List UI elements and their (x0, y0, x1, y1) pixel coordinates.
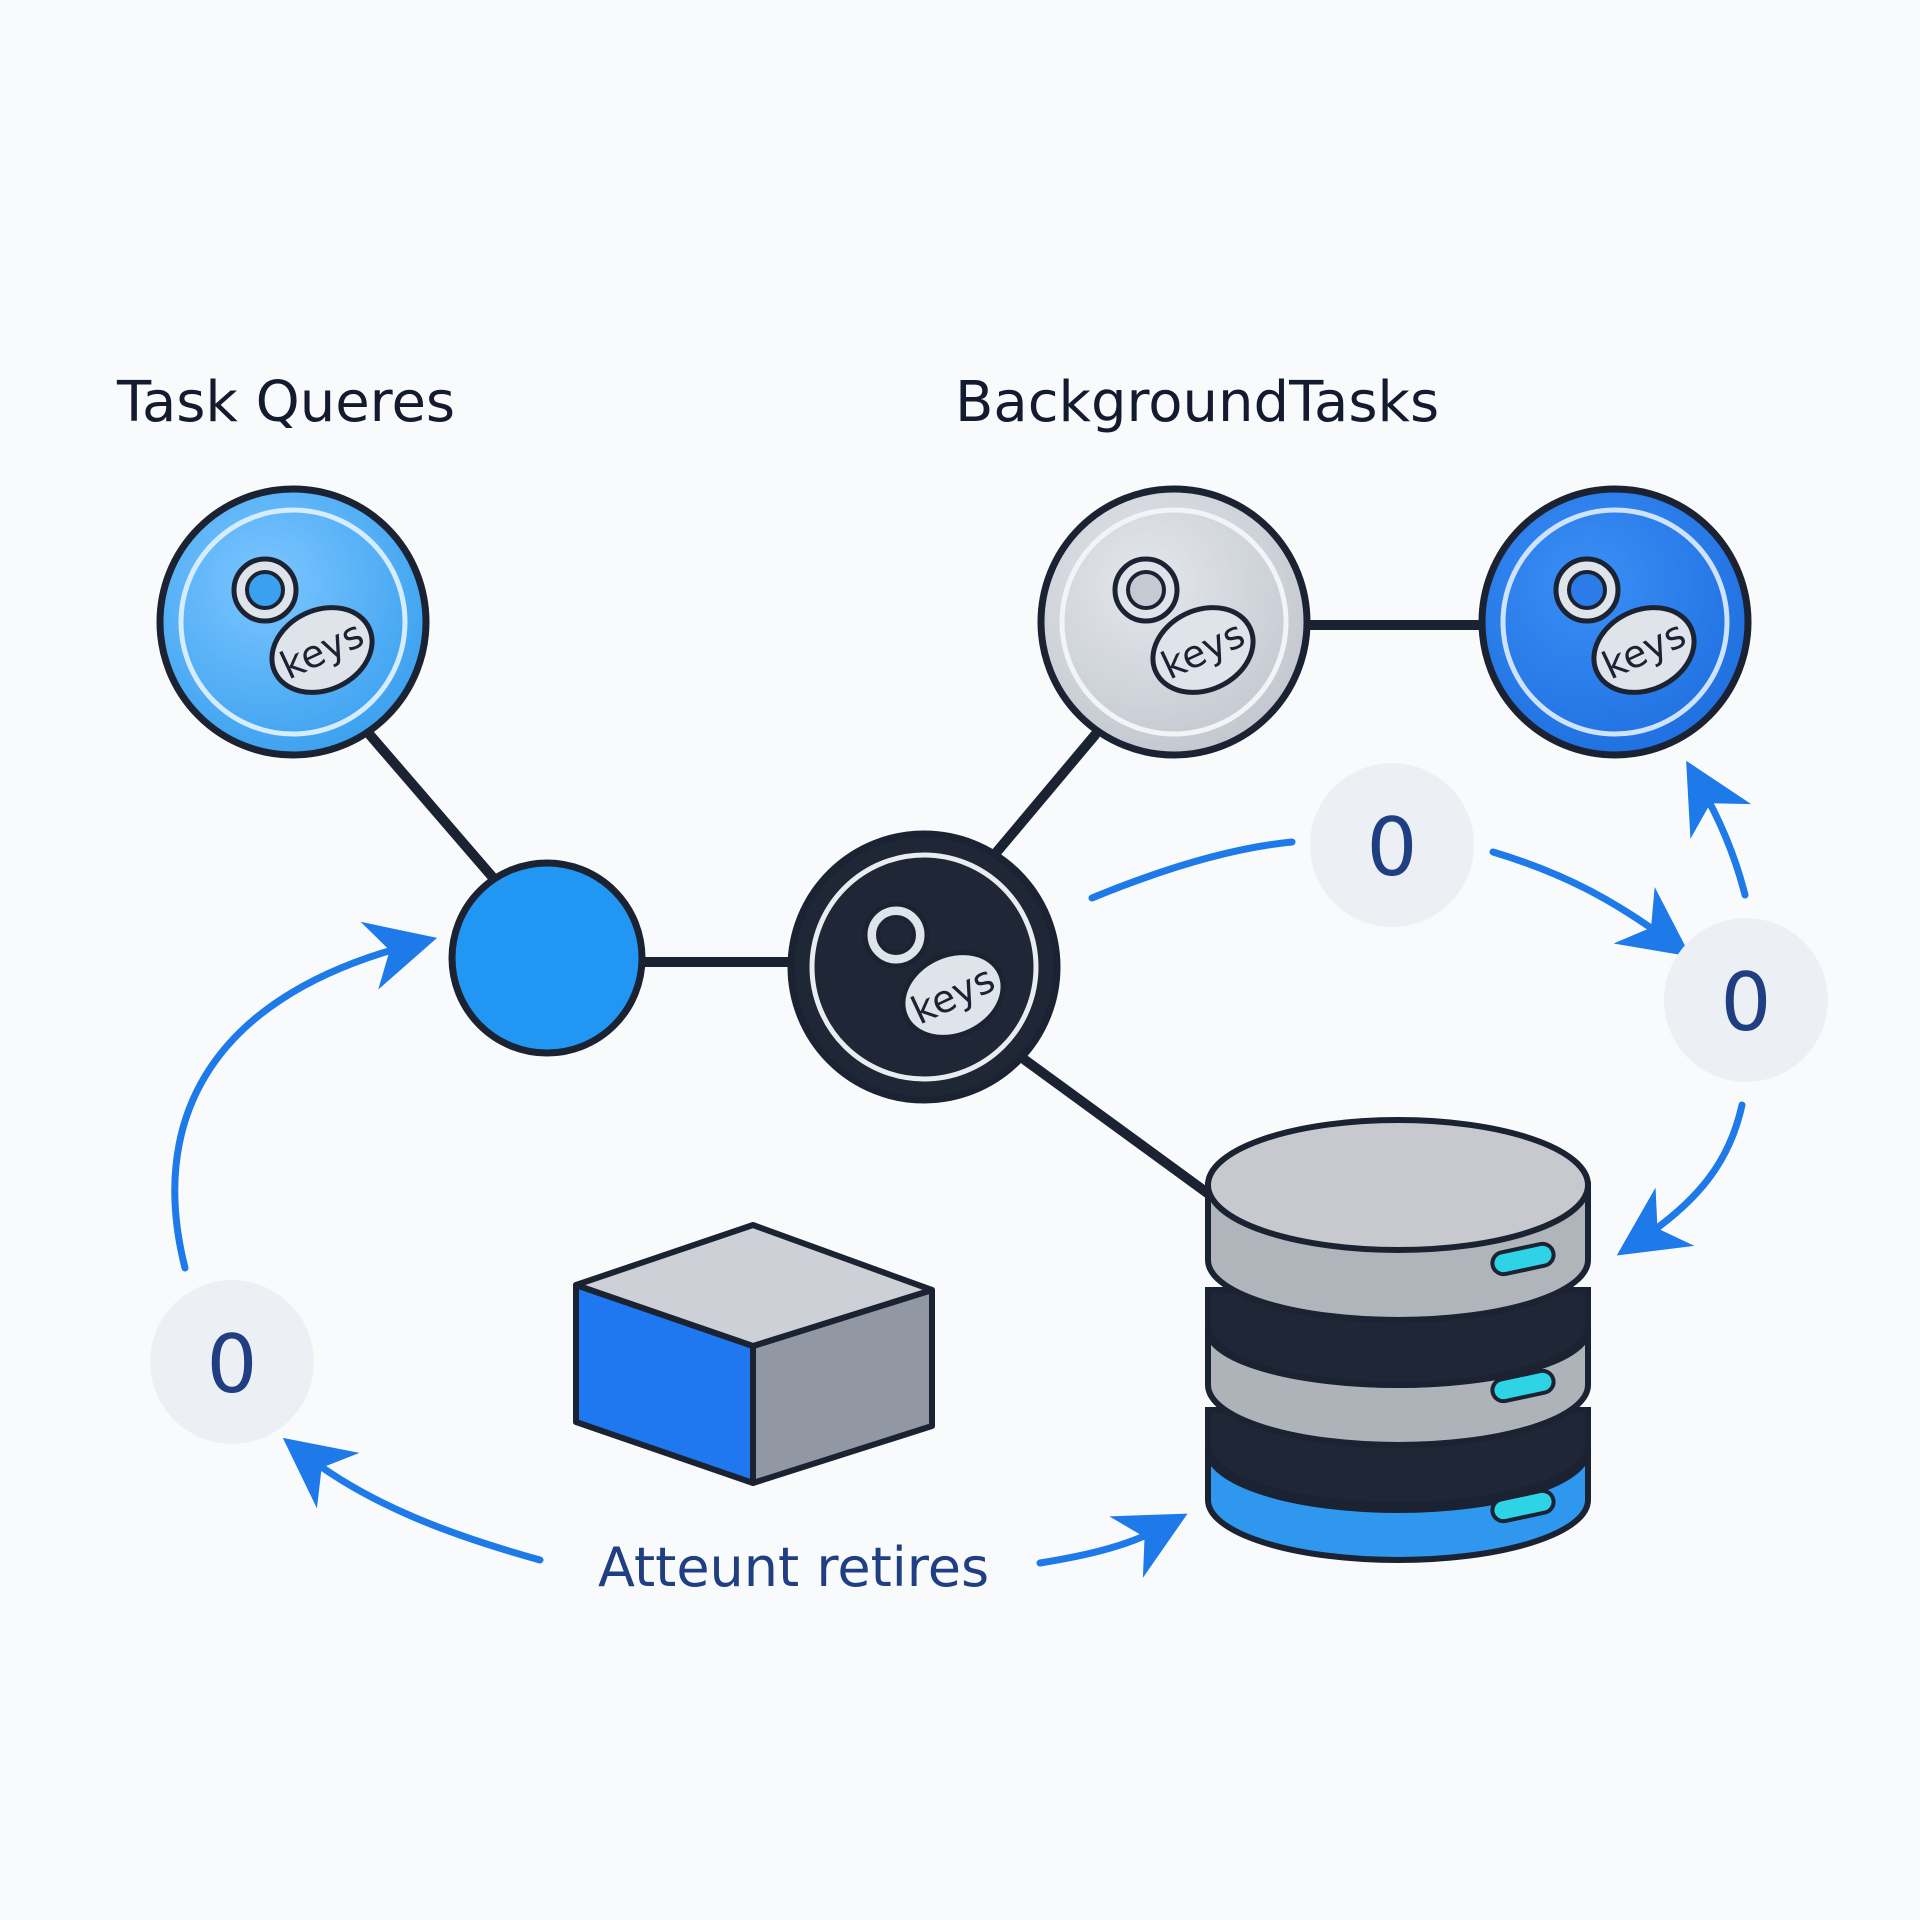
svg-text:0: 0 (207, 1318, 258, 1411)
retry-count-badge: 0 (1664, 918, 1828, 1082)
retries-caption: Atteunt retires (598, 1536, 990, 1599)
key-icon: keys (1112, 556, 1256, 695)
database-status-lights (1490, 1241, 1556, 1524)
connector-lines (365, 620, 1490, 1200)
svg-text:0: 0 (1721, 956, 1772, 1049)
arrow-top-left (1088, 838, 1296, 902)
retry-count-badge: 0 (1310, 763, 1474, 927)
arrow-caption-right (1036, 1513, 1188, 1578)
arrow-top-right (1489, 848, 1691, 957)
cube-icon (573, 1222, 935, 1486)
status-light (1490, 1241, 1556, 1277)
key-icon: keys (1553, 556, 1697, 695)
background-tasks-label: BackgroundTasks (955, 370, 1440, 435)
connector-line (365, 730, 500, 885)
status-light (1490, 1488, 1556, 1524)
connector-line (985, 730, 1100, 865)
svg-text:0: 0 (1367, 801, 1418, 894)
connector-line (1020, 1055, 1215, 1200)
task-queues-label: Task Queres (117, 370, 456, 435)
arrow-down-right (1616, 1101, 1746, 1256)
task-queue-node[interactable]: keys (156, 485, 430, 759)
background-task-node-blue[interactable]: keys (1478, 485, 1752, 759)
database-icon (1205, 1117, 1591, 1563)
background-task-node-grey[interactable]: keys (1037, 485, 1311, 759)
retry-count-badge: 0 (150, 1280, 314, 1444)
arrow-to-hub (171, 921, 438, 1272)
central-key-node[interactable]: keys (787, 830, 1061, 1104)
status-light (1490, 1368, 1556, 1404)
arrow-up-right (1686, 760, 1752, 899)
key-icon: keys (231, 556, 375, 695)
key-icon: keys (862, 901, 1006, 1040)
flow-arrows (171, 760, 1752, 1578)
arrow-caption-left (282, 1437, 544, 1564)
hub-node[interactable] (448, 859, 646, 1057)
